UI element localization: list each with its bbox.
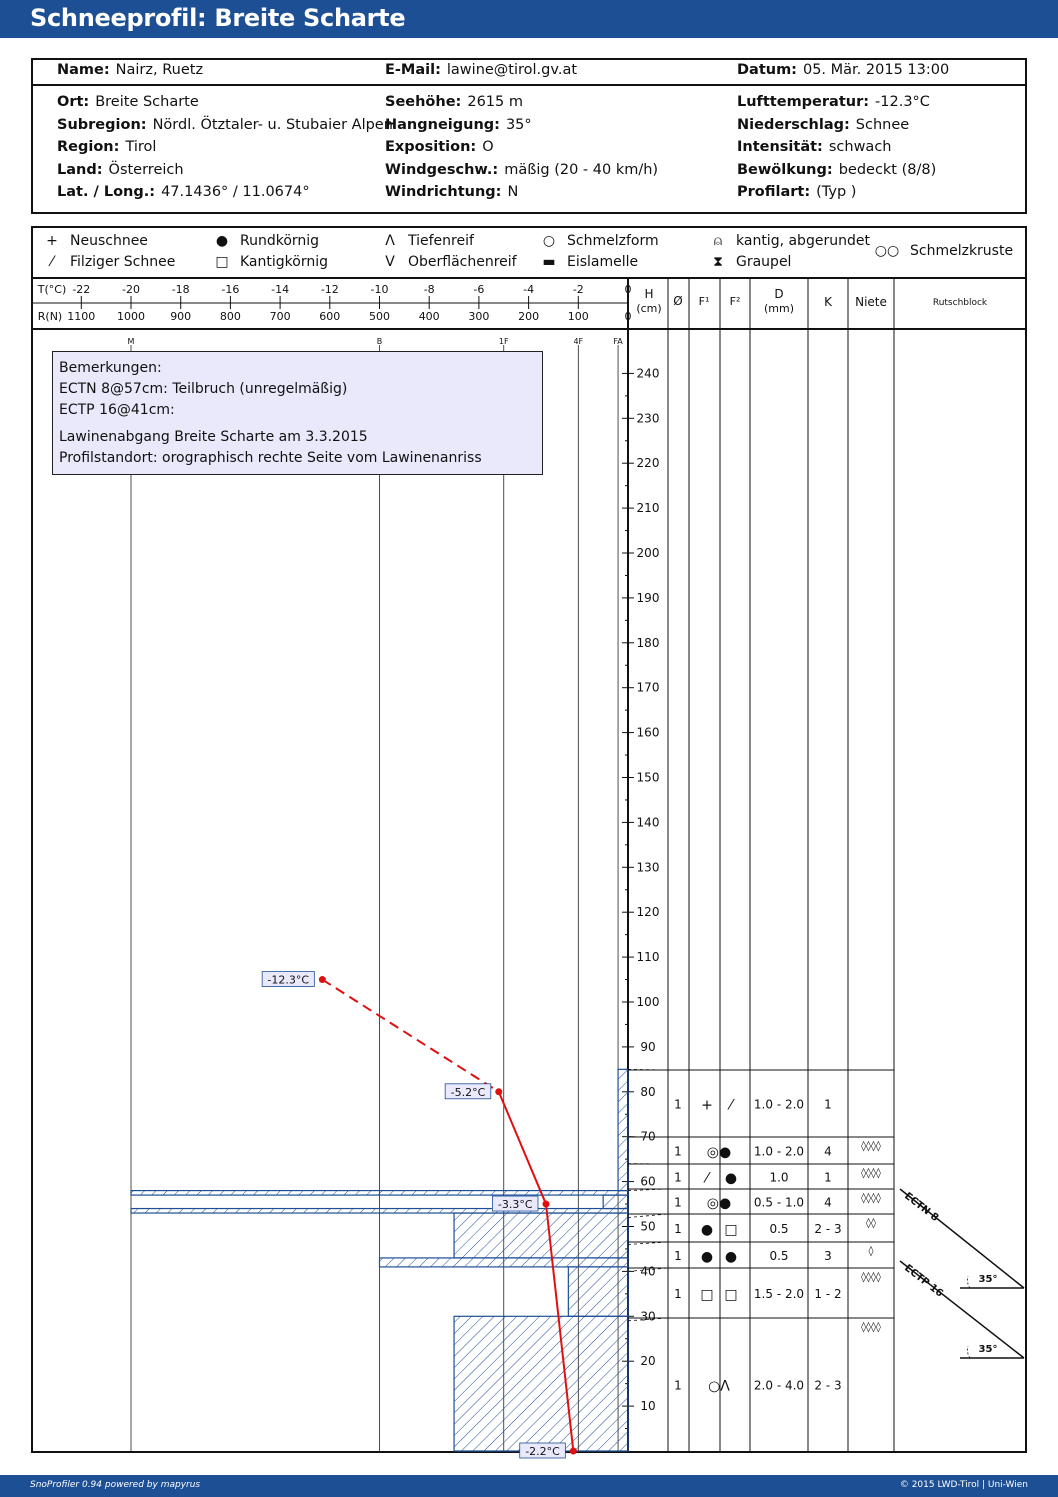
schmelzkruste-icon: ○○ [874, 243, 900, 259]
location-col1-row-2: Region:Tirol [57, 139, 157, 155]
location-col2-row-2: Exposition:O [385, 139, 494, 155]
remark-line: Lawinenabgang Breite Scharte am 3.3.2015 [59, 429, 368, 445]
location-col1-row-0: Ort:Breite Scharte [57, 94, 199, 110]
remark-line: Profilstandort: orographisch rechte Seit… [59, 450, 482, 466]
remarks-box: Bemerkungen: ECTN 8@57cm: Teilbruch (unre… [52, 351, 543, 475]
legend-schmelzkruste: ○○Schmelzkruste [870, 243, 1013, 259]
meta-separator [32, 84, 1026, 86]
neuschnee-icon: + [46, 233, 58, 249]
location-col3-row-2: Intensität:schwach [737, 139, 892, 155]
location-col3-row-0: Lufttemperatur:-12.3°C [737, 94, 930, 110]
location-col1-row-4: Lat. / Long.:47.1436° / 11.0674° [57, 184, 310, 200]
legend-neuschnee: +Neuschnee [40, 233, 148, 249]
graupel-icon: ⧗ [713, 254, 723, 270]
email-field: E-Mail:lawine@tirol.gv.at [385, 62, 578, 78]
location-col1-row-1: Subregion:Nördl. Ötztaler- u. Stubaier A… [57, 116, 393, 133]
legend-eislamelle: ▬Eislamelle [537, 254, 638, 270]
legend-kantig-abgerundet: ⍝kantig, abgerundet [706, 233, 870, 249]
legend-schmelzform: ○Schmelzform [537, 233, 659, 249]
date-field: Datum:05. Mär. 2015 13:00 [737, 62, 950, 78]
remark-line: ECTN 8@57cm: Teilbruch (unregelmäßig) [59, 381, 348, 397]
remark-line: ECTP 16@41cm: [59, 402, 175, 418]
location-col3-row-1: Niederschlag:Schnee [737, 116, 910, 133]
legend-separator [32, 277, 1026, 279]
kantig-abgerundet-icon: ⍝ [713, 233, 723, 249]
filziger-icon: ⁄ [50, 254, 54, 270]
location-col1-row-3: Land:Österreich [57, 161, 184, 178]
location-col3-row-3: Bewölkung:bedeckt (8/8) [737, 161, 937, 178]
eislamelle-icon: ▬ [542, 254, 556, 270]
kantigkoernig-icon: □ [215, 254, 229, 270]
meta-box [31, 58, 1027, 214]
tiefenreif-icon: Λ [385, 233, 395, 249]
name-field: Name:Nairz, Ruetz [57, 62, 204, 78]
footer-bar: SnoProfiler 0.94 powered by mapyrus © 20… [0, 1475, 1058, 1497]
schmelzform-icon: ○ [542, 233, 556, 249]
title-bar: Schneeprofil: Breite Scharte [0, 0, 1058, 38]
oberflaechenreif-icon: V [385, 254, 395, 270]
page-title: Schneeprofil: Breite Scharte [30, 4, 406, 32]
legend-kantigkoernig: □Kantigkörnig [210, 254, 328, 270]
remark-line: Bemerkungen: [59, 360, 162, 376]
location-col2-row-1: Hangneigung:35° [385, 116, 532, 133]
rundkoernig-icon: ● [215, 233, 229, 249]
legend-rundkoernig: ●Rundkörnig [210, 233, 319, 249]
legend-graupel: ⧗Graupel [706, 254, 791, 270]
footer-right: © 2015 LWD-Tirol | Uni-Wien [899, 1480, 1028, 1490]
location-col2-row-4: Windrichtung:N [385, 184, 519, 200]
legend-filziger: ⁄Filziger Schnee [40, 254, 176, 270]
footer-left: SnoProfiler 0.94 powered by mapyrus [30, 1480, 201, 1490]
location-col2-row-3: Windgeschw.:mäßig (20 - 40 km/h) [385, 161, 659, 178]
location-col2-row-0: Seehöhe:2615 m [385, 94, 523, 110]
location-col3-row-4: Profilart:(Typ ) [737, 184, 857, 200]
